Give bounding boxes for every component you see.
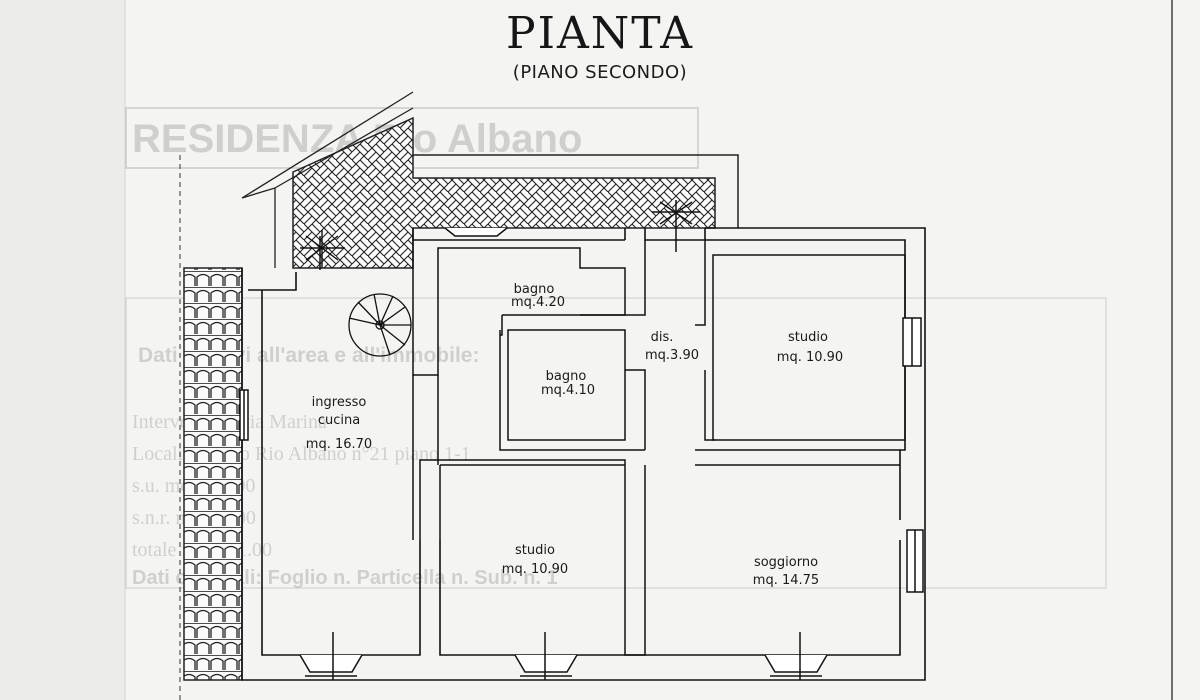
- room-label-disimpegno: dis. mq.3.90: [645, 330, 699, 363]
- room-label-ingresso-cucina: ingresso cucina mq. 16.70: [306, 395, 372, 452]
- drain-marker-2: [652, 201, 700, 225]
- room-label-studio-1: studio mq. 10.90: [777, 330, 843, 365]
- room-label-bagno-2: bagno mq.4.10: [541, 369, 595, 398]
- room-area: mq.4.20: [511, 295, 565, 310]
- room-area: mq.4.10: [541, 383, 595, 398]
- roof-tiles: [183, 267, 243, 681]
- room-area: mq. 16.70: [306, 437, 372, 452]
- room-name: bagno: [546, 369, 587, 384]
- drain-marker-1: [300, 230, 345, 268]
- roof-edge: [241, 91, 414, 268]
- room-area: mq. 14.75: [753, 573, 819, 588]
- room-name: soggiorno: [754, 555, 818, 570]
- room-name-secondary: cucina: [318, 413, 360, 428]
- room-name: studio: [515, 543, 555, 558]
- interior-walls: [412, 240, 906, 656]
- page-subtitle: (PIANO SECONDO): [512, 62, 688, 83]
- spiral-staircase: [348, 293, 412, 357]
- room-area: mq. 10.90: [502, 562, 568, 577]
- room-name: ingresso: [312, 395, 367, 410]
- windows: [239, 227, 924, 677]
- room-label-bagno-1: bagno mq.4.20: [511, 282, 565, 310]
- room-area: mq.3.90: [645, 348, 699, 363]
- room-name: bagno: [514, 282, 555, 297]
- room-label-soggiorno: soggiorno mq. 14.75: [753, 555, 819, 588]
- room-area: mq. 10.90: [777, 350, 843, 365]
- binding-shadow: [0, 0, 125, 700]
- page-title: PIANTA: [506, 8, 694, 59]
- room-name: dis.: [651, 330, 674, 345]
- door-openings: [319, 200, 801, 680]
- room-label-studio-2: studio mq. 10.90: [502, 543, 568, 577]
- outer-walls: [241, 227, 926, 681]
- room-name: studio: [788, 330, 828, 345]
